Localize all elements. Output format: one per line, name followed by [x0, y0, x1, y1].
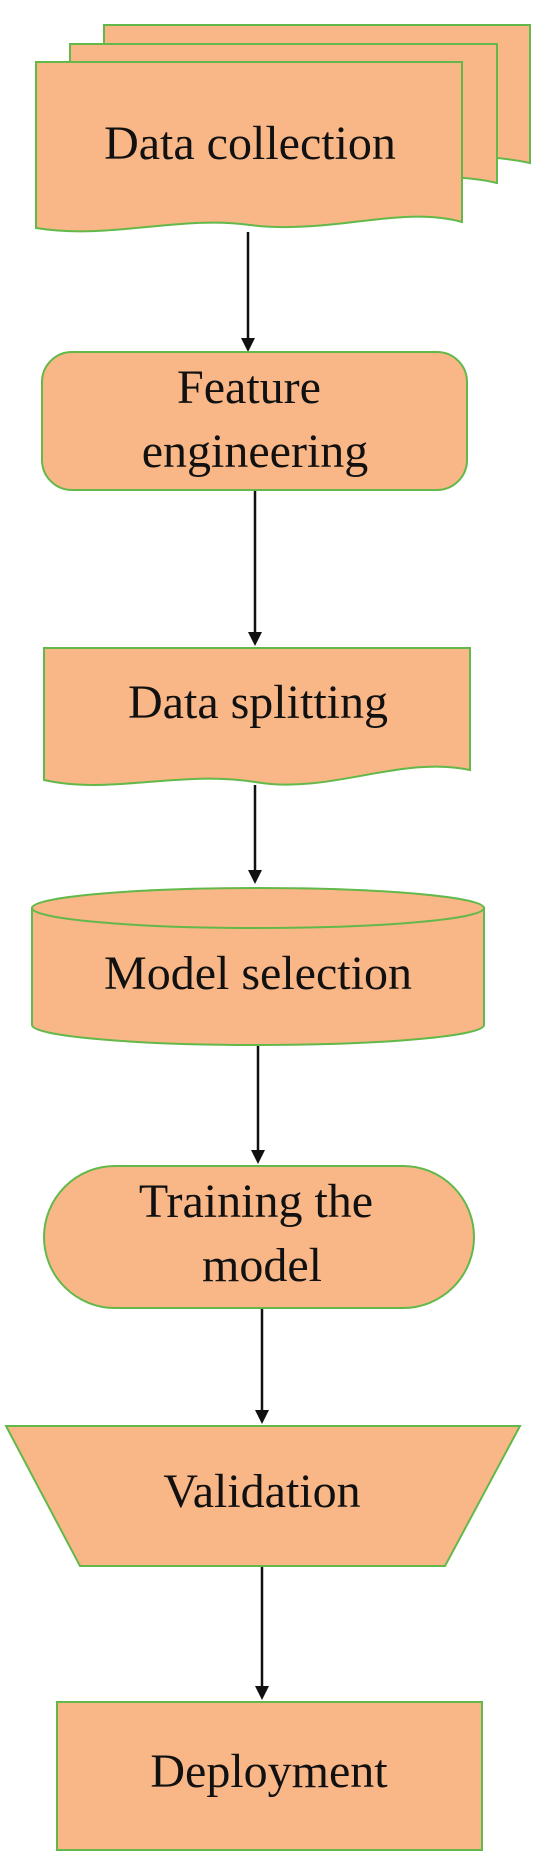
step-validation: Validation: [4, 1425, 522, 1567]
rectangle-shape: [56, 1701, 483, 1851]
cylinder-top: [31, 887, 485, 929]
step-label-validation: Validation: [163, 1465, 360, 1518]
arrowhead-6: [255, 1686, 269, 1700]
document-shape: [43, 647, 471, 786]
step-feature-engineering: Feature engineering: [41, 351, 468, 491]
step-label-line: Feature: [177, 361, 321, 414]
step-label-training-the-model: Training the model: [139, 1175, 385, 1292]
terminator-shape: [43, 1165, 475, 1309]
step-label-data-splitting: Data splitting: [128, 676, 388, 729]
cylinder-body: [31, 907, 485, 1046]
multi-document-shape-front: [35, 61, 463, 233]
connectors-layer: [241, 232, 269, 1700]
step-label-line: model: [202, 1239, 322, 1292]
step-model-selection: Model selection: [31, 887, 485, 1046]
step-label-line: Model selection: [104, 947, 412, 1000]
manual-operation-shape: [4, 1425, 522, 1567]
rounded-rectangle-shape: [41, 351, 468, 491]
step-label-data-collection: Data collection: [104, 117, 396, 170]
step-label-model-selection: Model selection: [104, 947, 412, 1000]
step-data-collection: Data collection: [35, 24, 531, 233]
step-label-line: Validation: [163, 1465, 360, 1518]
step-label-line: Training the: [139, 1175, 373, 1228]
step-label-line: Data collection: [104, 117, 396, 170]
step-training-the-model: Training the model: [43, 1165, 475, 1309]
step-label-feature-engineering: Feature engineering: [142, 361, 369, 478]
step-label-deployment: Deployment: [150, 1745, 388, 1798]
step-deployment: Deployment: [56, 1701, 483, 1851]
step-label-line: Data splitting: [128, 676, 388, 729]
arrowhead-4: [251, 1150, 265, 1164]
arrowhead-2: [248, 632, 262, 646]
step-label-line: engineering: [142, 425, 369, 478]
arrowhead-1: [241, 338, 255, 352]
arrowhead-5: [255, 1410, 269, 1424]
step-label-line: Deployment: [150, 1745, 388, 1798]
arrowhead-3: [248, 870, 262, 884]
step-data-splitting: Data splitting: [43, 647, 471, 786]
